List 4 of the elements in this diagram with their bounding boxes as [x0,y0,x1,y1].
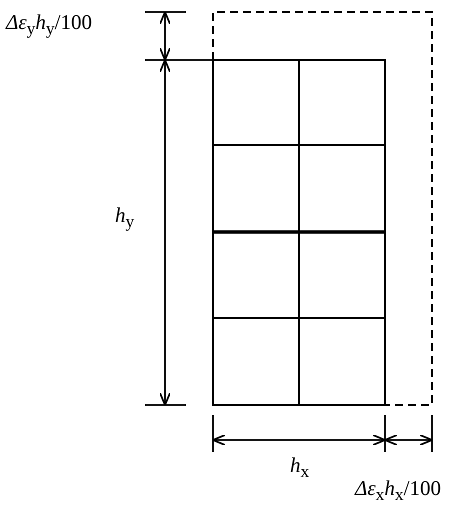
dimension-label: h$_{y}$ [115,205,134,231]
dimension-label: h$_{x}$ [290,455,310,481]
dimension-label: Δε$_{x}$h$_{x}$/100 [355,478,441,504]
dimension-label: Δε$_{y}$h$_{y}$/100 [6,12,92,38]
